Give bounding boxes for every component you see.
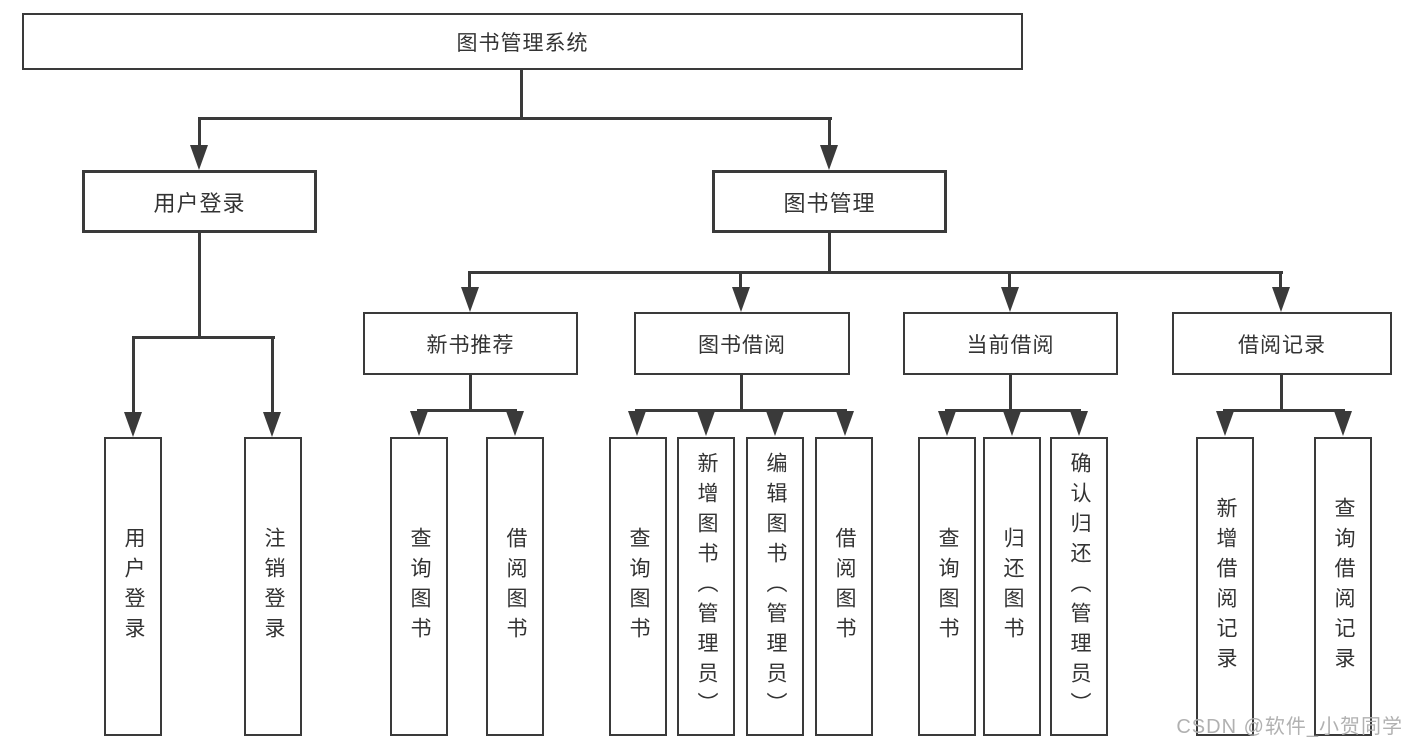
connector-l3-records-stem: [1279, 271, 1282, 289]
connector-mgmt-branch-stem: [828, 233, 831, 274]
connector-root-stem: [520, 70, 523, 118]
connector-l3-borrow-stem: [739, 271, 742, 289]
arrowhead-down-icon: [1003, 411, 1021, 436]
connector-book-mgmt-arrow-stem: [828, 117, 831, 147]
leaf-add-book-admin: 新增图书（管理员）: [677, 437, 735, 736]
leaf-label: 注销登录: [262, 526, 286, 647]
arrowhead-down-icon: [766, 411, 784, 436]
watermark: CSDN @软件_小贺同学: [1176, 716, 1403, 738]
connector-user-leaf2-stem: [271, 336, 274, 414]
leaf-borrow-books-borrow: 借阅图书: [815, 437, 873, 736]
connector-current-branch-hline: [945, 409, 1081, 412]
connector-l3-recommend-stem: [468, 271, 471, 289]
arrowhead-down-icon: [732, 287, 750, 312]
arrowhead-down-icon: [836, 411, 854, 436]
leaf-label: 查询图书: [936, 526, 960, 647]
leaf-borrow-books-recommend: 借阅图书: [486, 437, 544, 736]
leaf-add-borrow-record: 新增借阅记录: [1196, 437, 1254, 736]
leaf-query-books-recommend: 查询图书: [390, 437, 448, 736]
connector-user-login-arrow-stem: [198, 117, 201, 147]
node-book-borrow: 图书借阅: [634, 312, 850, 375]
leaf-label: 归还图书: [1001, 526, 1025, 647]
leaf-return-book: 归还图书: [983, 437, 1041, 736]
arrowhead-down-icon: [1272, 287, 1290, 312]
leaf-label: 新增借阅记录: [1214, 496, 1238, 677]
arrowhead-down-icon: [1001, 287, 1019, 312]
leaf-label: 查询借阅记录: [1332, 496, 1356, 677]
arrowhead-down-icon: [124, 412, 142, 437]
arrowhead-down-icon: [820, 145, 838, 170]
connector-records-branch-hline: [1223, 409, 1345, 412]
connector-borrow-branch-hline: [635, 409, 847, 412]
leaf-user-login: 用户登录: [104, 437, 162, 736]
node-book-management: 图书管理: [712, 170, 947, 233]
arrowhead-down-icon: [263, 412, 281, 437]
leaf-query-borrow-record: 查询借阅记录: [1314, 437, 1372, 736]
arrowhead-down-icon: [1070, 411, 1088, 436]
leaf-confirm-return-admin: 确认归还（管理员）: [1050, 437, 1108, 736]
connector-mgmt-branch-hline: [469, 271, 1283, 274]
connector-user-branch-hline: [132, 336, 275, 339]
arrowhead-down-icon: [410, 411, 428, 436]
arrowhead-down-icon: [190, 145, 208, 170]
connector-recommend-branch-hline: [417, 409, 517, 412]
leaf-label: 查询图书: [627, 526, 651, 647]
arrowhead-down-icon: [1334, 411, 1352, 436]
leaf-label: 新增图书（管理员）: [695, 451, 719, 722]
arrowhead-down-icon: [506, 411, 524, 436]
arrowhead-down-icon: [1216, 411, 1234, 436]
leaf-label: 借阅图书: [504, 526, 528, 647]
arrowhead-down-icon: [938, 411, 956, 436]
connector-l3-current-stem: [1008, 271, 1011, 289]
node-root: 图书管理系统: [22, 13, 1023, 70]
leaf-logout: 注销登录: [244, 437, 302, 736]
arrowhead-down-icon: [697, 411, 715, 436]
arrowhead-down-icon: [628, 411, 646, 436]
arrowhead-down-icon: [461, 287, 479, 312]
leaf-label: 查询图书: [408, 526, 432, 647]
connector-level1-hline: [198, 117, 832, 120]
leaf-label: 编辑图书（管理员）: [764, 451, 788, 722]
node-new-book-recommend: 新书推荐: [363, 312, 578, 375]
connector-current-branch-stem: [1009, 375, 1012, 412]
leaf-label: 借阅图书: [833, 526, 857, 647]
leaf-query-books-current: 查询图书: [918, 437, 976, 736]
node-borrow-records: 借阅记录: [1172, 312, 1392, 375]
leaf-label: 用户登录: [122, 526, 146, 647]
node-current-borrow: 当前借阅: [903, 312, 1118, 375]
connector-records-branch-stem: [1280, 375, 1283, 412]
connector-user-branch-stem: [198, 233, 201, 339]
leaf-edit-book-admin: 编辑图书（管理员）: [746, 437, 804, 736]
node-user-login: 用户登录: [82, 170, 317, 233]
connector-borrow-branch-stem: [740, 375, 743, 412]
leaf-label: 确认归还（管理员）: [1068, 451, 1092, 722]
leaf-query-books-borrow: 查询图书: [609, 437, 667, 736]
connector-user-leaf1-stem: [132, 336, 135, 414]
connector-recommend-branch-stem: [469, 375, 472, 412]
